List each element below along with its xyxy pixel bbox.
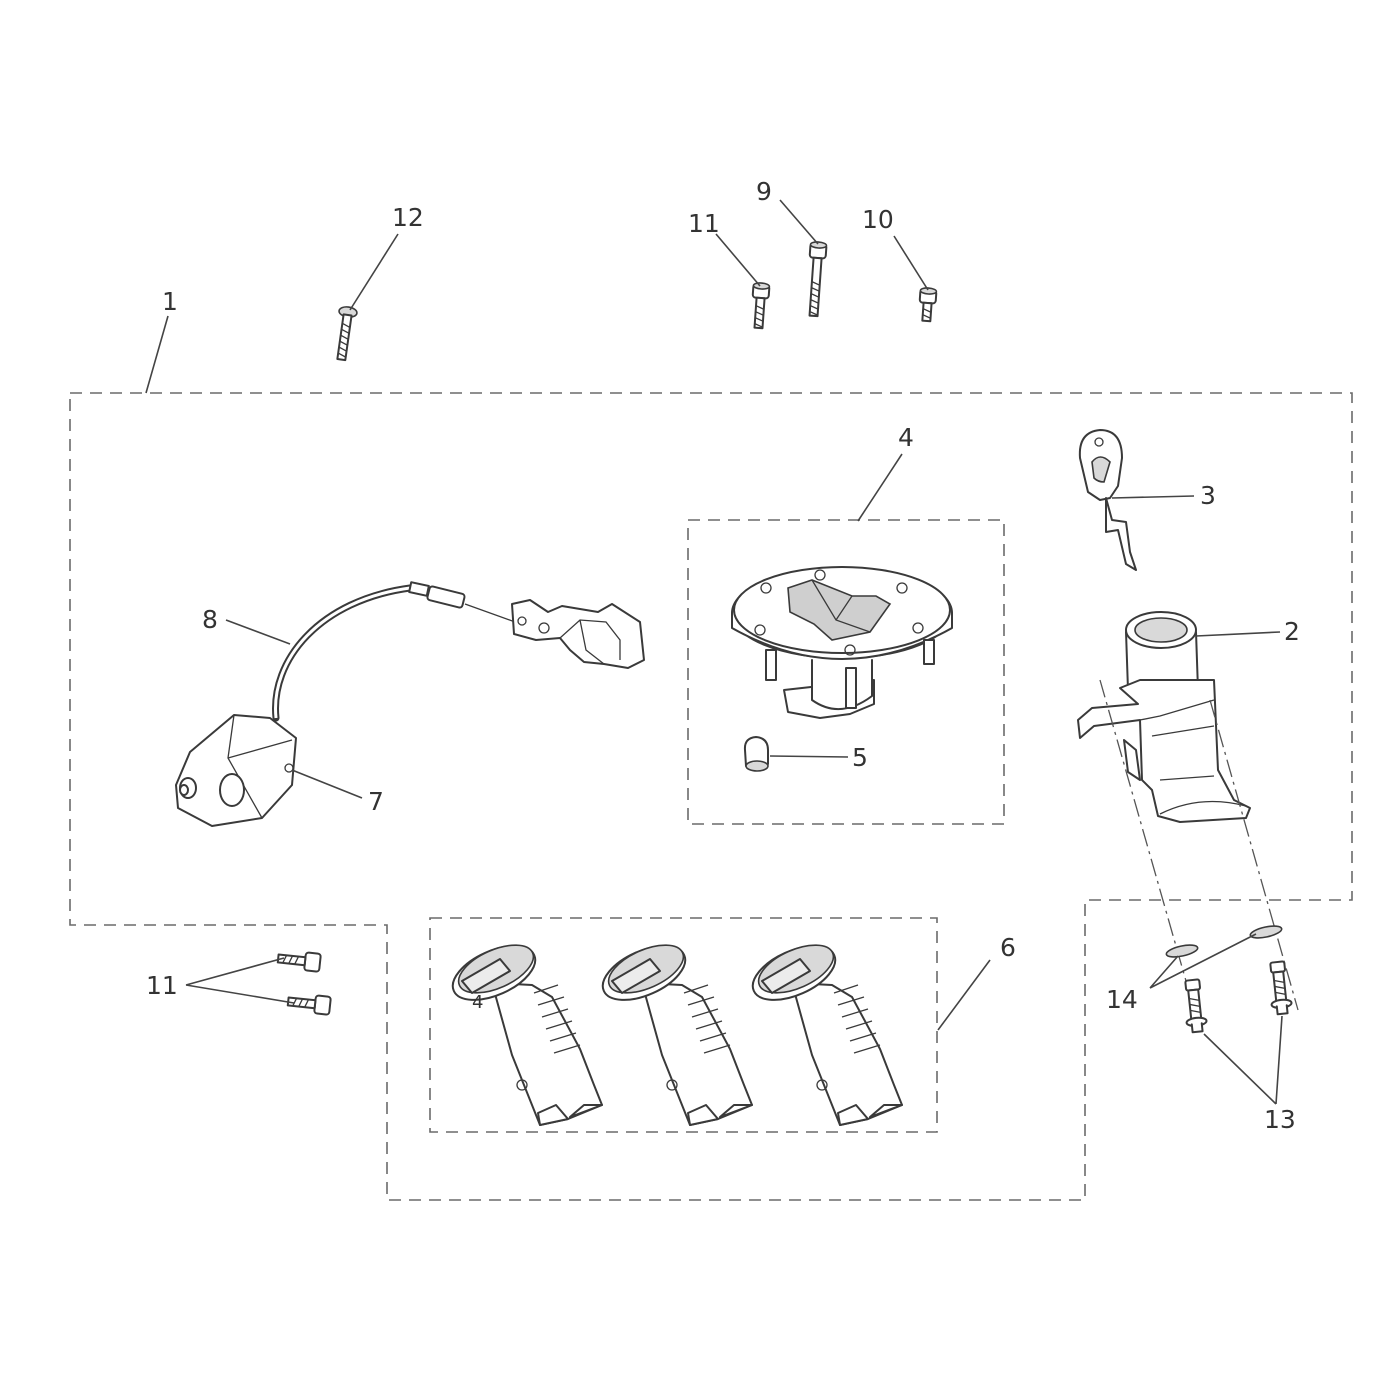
callout-3: 3 [1200,481,1216,510]
leader-lines [145,199,1283,1105]
callout-13: 13 [1264,1105,1296,1134]
kit-outline-1 [69,392,1353,1201]
screw-icon[interactable] [806,241,828,318]
ignition-switch-icon[interactable] [1077,611,1251,823]
callout-9: 9 [756,177,772,206]
release-cable-inner [274,586,411,719]
lock-barrel-icon[interactable] [745,935,903,1126]
callout-1: 1 [162,287,178,316]
screw-icon[interactable] [918,287,938,323]
callout-12: 12 [392,203,424,232]
fuel-cap-icon[interactable] [731,566,953,719]
callout-11-left: 11 [146,971,178,1000]
key-icon[interactable] [1078,429,1137,571]
shear-bolt-icon[interactable] [1182,978,1208,1034]
callout-8: 8 [202,605,218,634]
breather-valve-icon[interactable] [743,736,769,772]
fuel-cap-group-outline [687,519,1005,825]
callout-4: 4 [898,423,914,452]
callout-2: 2 [1284,617,1300,646]
screw-icon[interactable] [276,949,322,973]
lock-barrel-icon[interactable] [595,935,753,1126]
shear-bolt-icon[interactable] [1267,960,1293,1016]
lock-barrel-icon[interactable] [445,935,603,1126]
washer-icon[interactable] [1165,924,1283,959]
ignition-axis-right [1209,699,1299,1011]
callout-11-top: 11 [688,209,720,238]
callout-14: 14 [1106,985,1138,1014]
screw-icon[interactable] [286,992,332,1016]
seat-lock-icon[interactable] [175,714,297,827]
screw-icon[interactable] [332,306,358,362]
callout-10: 10 [862,205,894,234]
cable-end-fitting [408,581,645,669]
screw-icon[interactable] [751,282,771,330]
callout-5: 5 [852,743,868,772]
callout-6: 6 [1000,933,1016,962]
callout-4-barrel: 4 [472,992,483,1013]
callout-7: 7 [368,787,384,816]
